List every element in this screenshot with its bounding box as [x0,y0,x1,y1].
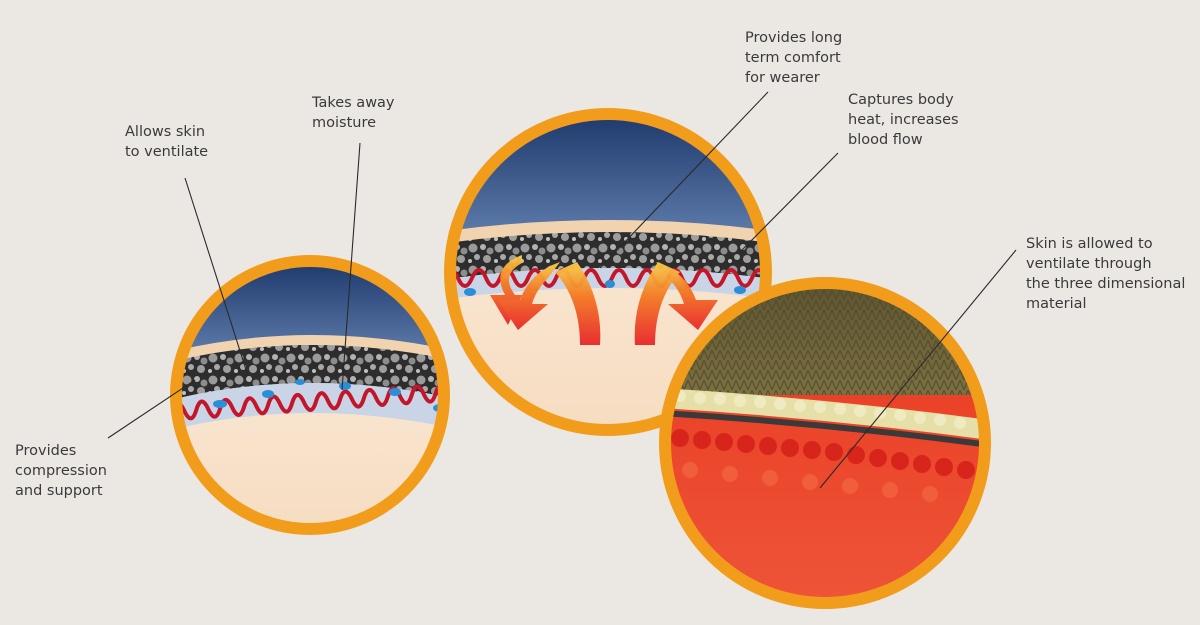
label-compression-line-2: compression [15,463,107,479]
leader-ventilate [184,177,249,377]
circle-material [659,277,991,609]
label-body-heat-line-1: Captures body [848,92,954,108]
leader-compression [107,379,196,439]
label-ventilate-line-1: Allows skin [125,124,206,140]
leader-body-heat [741,152,839,251]
label-three-d-line-1: Skin is allowed to [1026,236,1153,252]
label-comfort-line-3: for wearer [745,70,820,86]
heat-arrows [490,255,718,345]
circle-compression [170,255,450,535]
label-three-d-line-2: ventilate through [1026,256,1152,272]
leader-comfort [599,91,769,269]
label-moisture: Takes away moisture [312,93,395,133]
label-ventilate-line-2: to ventilate [125,144,209,160]
label-compression-line-1: Provides [15,443,77,459]
label-body-heat-line-2: heat, increases [848,112,959,128]
label-compression-line-3: and support [15,483,103,499]
label-comfort-line-1: Provides long [745,30,843,46]
label-moisture-line-2: moisture [312,115,377,131]
label-ventilate: Allows skin to ventilate [125,122,208,162]
leader-lines [107,91,1017,489]
label-moisture-line-1: Takes away [312,95,395,111]
label-three-d-line-3: the three dimensional [1026,276,1186,292]
label-comfort-line-2: term comfort [745,50,841,66]
leader-moisture [341,142,361,391]
label-comfort: Provides long term comfort for wearer [745,28,842,88]
label-three-d-line-4: material [1026,296,1087,312]
label-compression: Provides compression and support [15,441,107,501]
circle-heat [444,108,772,436]
leader-three-d [819,249,1017,489]
label-body-heat: Captures body heat, increases blood flow [848,90,959,150]
label-body-heat-line-3: blood flow [848,132,923,148]
label-three-d: Skin is allowed to ventilate through the… [1026,234,1185,314]
